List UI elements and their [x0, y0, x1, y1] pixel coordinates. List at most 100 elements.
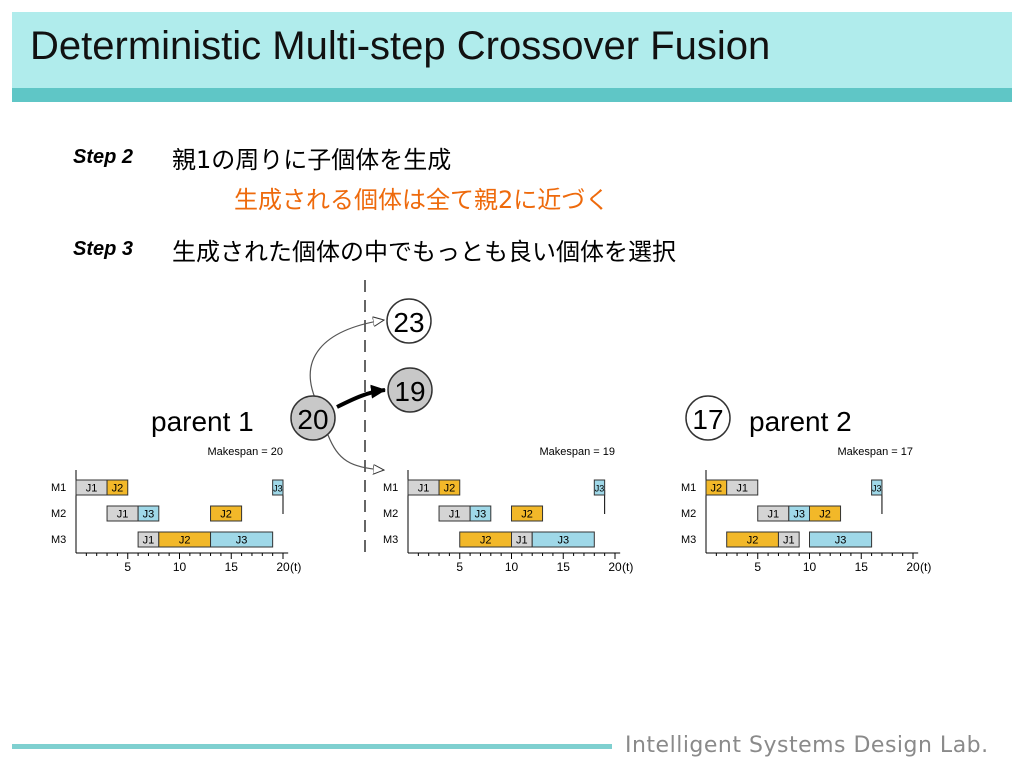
step-3-text: 生成された個体の中でもっとも良い個体を選択 — [172, 238, 676, 266]
arrow-to-19 — [336, 384, 386, 409]
job-label: J3 — [793, 509, 805, 521]
gantt-bar-m3-j3: J3 — [531, 531, 595, 548]
machine-label-m1: M1 — [51, 482, 66, 494]
job-label: J3 — [872, 484, 882, 494]
footer-lab-name: Intelligent Systems Design Lab. — [625, 733, 989, 758]
gantt-bar-m3-j1: J1 — [511, 531, 533, 548]
x-tick-label: 5 — [124, 560, 131, 574]
gantt-bar-m1-j2: J2 — [106, 479, 129, 496]
step-2-label: Step 2 — [73, 146, 134, 168]
x-tick-label: 15 — [225, 560, 239, 574]
gantt-bar-m2-j2: J2 — [511, 505, 544, 522]
step-2-note: 生成される個体は全て親2に近づく — [234, 186, 610, 214]
node-child-19: 19 — [387, 367, 433, 413]
job-label: J3 — [557, 535, 569, 547]
node-parent-2: 17 — [685, 395, 731, 441]
arrow-to-23 — [309, 320, 384, 399]
job-label: J2 — [747, 535, 759, 547]
job-label: J3 — [595, 484, 605, 494]
title-underline — [12, 88, 1012, 102]
gantt-bar-m3-j2: J2 — [158, 531, 212, 548]
job-label: J1 — [418, 483, 430, 495]
x-tick-label: 20 — [906, 560, 920, 574]
job-label: J2 — [521, 509, 533, 521]
arrow-to-child — [327, 434, 384, 470]
job-label: J1 — [449, 509, 461, 521]
gantt-bar-m3-j1: J1 — [137, 531, 160, 548]
x-tick-label: 10 — [505, 560, 519, 574]
gantt-bar-m3-j2: J2 — [459, 531, 512, 548]
job-label: J2 — [444, 483, 456, 495]
node-parent-1: 20 — [290, 395, 336, 441]
machine-label-m3: M3 — [681, 534, 696, 546]
node-value-23: 23 — [393, 307, 424, 338]
job-label: J2 — [819, 509, 831, 521]
job-label: J3 — [475, 509, 487, 521]
job-label: J3 — [143, 509, 155, 521]
machine-label-m2: M2 — [383, 508, 398, 520]
gantt-bar-m1-j2: J2 — [438, 479, 461, 496]
gantt-bar-m1-j3: J3 — [871, 479, 883, 496]
job-label: J1 — [86, 483, 98, 495]
gantt-bar-m2-j2: J2 — [809, 505, 842, 522]
job-label: J2 — [480, 535, 492, 547]
gantt-bar-m3-j2: J2 — [726, 531, 779, 548]
x-tick-label: 10 — [173, 560, 187, 574]
makespan-label: Makespan = 20 — [207, 446, 283, 458]
job-label: J1 — [143, 535, 155, 547]
gantt-bar-m1-j3: J3 — [593, 479, 606, 496]
parent-1-label: parent 1 — [151, 406, 254, 437]
gantt-bar-m2-j1: J1 — [757, 505, 790, 522]
slide-title: Deterministic Multi-step Crossover Fusio… — [30, 24, 771, 68]
makespan-label: Makespan = 19 — [539, 446, 615, 458]
gantt-bar-m2-j1: J1 — [106, 505, 139, 522]
step-2-text: 親1の周りに子個体を生成 — [172, 146, 452, 174]
x-tick-label: 5 — [754, 560, 761, 574]
machine-label-m1: M1 — [383, 482, 398, 494]
job-label: J3 — [236, 535, 248, 547]
makespan-label: Makespan = 17 — [837, 446, 913, 458]
gantt-bar-m1-j1: J1 — [407, 479, 440, 496]
job-label: J2 — [112, 483, 124, 495]
job-label: J1 — [783, 535, 795, 547]
title-bar — [12, 12, 1012, 88]
gantt-bar-m3-j3: J3 — [809, 531, 873, 548]
machine-label-m3: M3 — [51, 534, 66, 546]
x-tick-label: 20 — [608, 560, 622, 574]
machine-label-m2: M2 — [681, 508, 696, 520]
job-label: J3 — [273, 484, 283, 494]
gantt-bar-m2-j3: J3 — [469, 505, 492, 522]
gantt-bar-m1-j2: J2 — [705, 479, 728, 496]
footer-line — [12, 744, 612, 749]
job-label: J1 — [736, 483, 748, 495]
job-label: J1 — [767, 509, 779, 521]
x-tick-label: 10 — [803, 560, 817, 574]
node-value-17: 17 — [692, 404, 723, 435]
machine-label-m3: M3 — [383, 534, 398, 546]
job-label: J2 — [711, 483, 723, 495]
machine-label-m1: M1 — [681, 482, 696, 494]
job-label: J1 — [117, 509, 129, 521]
x-tick-label: 15 — [855, 560, 869, 574]
time-unit-label: (t) — [290, 560, 301, 574]
gantt-bar-m3-j1: J1 — [777, 531, 800, 548]
job-label: J3 — [835, 535, 847, 547]
step-3-label: Step 3 — [73, 238, 134, 260]
node-value-19: 19 — [394, 376, 425, 407]
node-child-23: 23 — [386, 298, 432, 344]
gantt-bar-m2-j1: J1 — [438, 505, 471, 522]
gantt-bar-m3-j3: J3 — [210, 531, 274, 548]
gantt-bar-m2-j2: J2 — [210, 505, 243, 522]
parent-2-label: parent 2 — [749, 406, 852, 437]
gantt-bar-m1-j1: J1 — [726, 479, 759, 496]
machine-label-m2: M2 — [51, 508, 66, 520]
job-label: J2 — [179, 535, 191, 547]
gantt-bar-m1-j1: J1 — [75, 479, 108, 496]
x-tick-label: 20 — [276, 560, 290, 574]
gantt-bar-m1-j3: J3 — [272, 479, 284, 496]
time-unit-label: (t) — [622, 560, 633, 574]
